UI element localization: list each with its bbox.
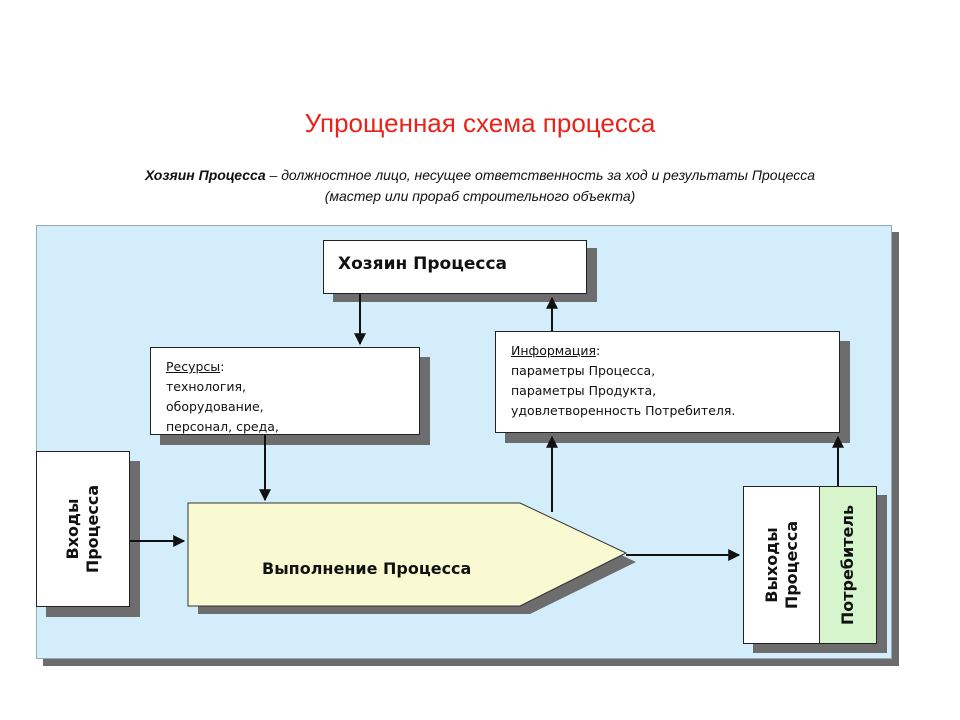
information-list: Информация: параметры Процесса, параметр… <box>511 341 735 421</box>
execution-block <box>187 502 628 607</box>
resources-item: технология, <box>166 379 247 394</box>
resources-heading: Ресурсы <box>166 359 221 374</box>
owner-example: (мастер или прораб строительного объекта… <box>324 188 636 204</box>
information-item: параметры Продукта, <box>511 383 657 398</box>
consumer-box: Потребитель <box>819 486 877 644</box>
owner-label: Хозяин Процесса <box>338 254 507 274</box>
resources-box: Ресурсы: технология, оборудование, персо… <box>150 347 420 435</box>
resources-item: оборудование, <box>166 399 264 414</box>
owner-term: Хозяин Процесса <box>144 167 266 183</box>
inputs-box: Входы Процесса <box>36 451 130 607</box>
information-item: параметры Процесса, <box>511 363 656 378</box>
outputs-box: Выходы Процесса <box>743 486 821 644</box>
page-subtitle: Хозяин Процесса – должностное лицо, несу… <box>0 165 960 207</box>
information-item: удовлетворенность Потребителя. <box>511 403 736 418</box>
information-heading: Информация <box>511 343 597 358</box>
owner-box: Хозяин Процесса <box>323 240 587 294</box>
page-title: Упрощенная схема процесса <box>304 108 656 138</box>
resources-list: Ресурсы: технология, оборудование, персо… <box>166 357 279 437</box>
owner-definition: – должностное лицо, несущее ответственно… <box>265 167 816 183</box>
resources-item: персонал, среда, <box>166 419 279 434</box>
execution-label: Выполнение Процесса <box>262 559 472 578</box>
information-box: Информация: параметры Процесса, параметр… <box>495 331 840 433</box>
